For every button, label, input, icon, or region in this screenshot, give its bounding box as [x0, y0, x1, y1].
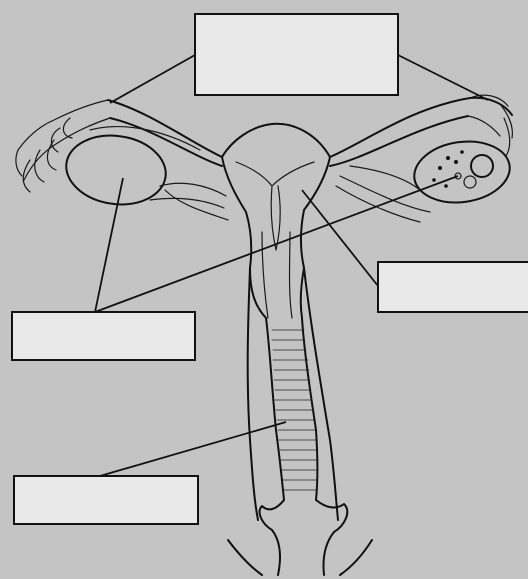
ovary-follicle-large: [471, 155, 493, 177]
answer-box-right-mid[interactable]: [378, 262, 528, 312]
leader-top-right: [398, 55, 488, 100]
leader-left-mid-to-ovary: [95, 178, 123, 312]
ovary-dot: [460, 150, 464, 154]
ovary-dot: [446, 156, 450, 160]
labia: [228, 500, 372, 575]
right-fimbriae: [468, 95, 512, 156]
right-ovary: [410, 136, 513, 209]
left-ovary: [62, 129, 170, 210]
left-fallopian-tube: [108, 100, 222, 166]
leader-right-mid: [302, 190, 378, 286]
uterine-cavity: [236, 162, 314, 250]
left-fimbriae: [16, 100, 110, 192]
uterus-outline: [222, 124, 330, 318]
ovary-dot: [432, 178, 436, 182]
leader-top-left: [110, 55, 195, 103]
vaginal-wall-right: [304, 268, 338, 520]
leader-left-low: [100, 422, 286, 476]
uterus-outline-left: [222, 157, 266, 318]
vagina-outline: [266, 318, 318, 500]
right-ligament: [336, 166, 430, 222]
ovary-dot: [454, 160, 458, 164]
answer-box-top[interactable]: [195, 14, 398, 95]
left-ligament: [90, 127, 228, 220]
vaginal-rugae: [272, 330, 316, 490]
ovary-dot: [444, 184, 448, 188]
ovary-follicle: [464, 176, 476, 188]
answer-box-left-low[interactable]: [14, 476, 198, 524]
answer-box-left-mid[interactable]: [12, 312, 195, 360]
ovary-dot: [438, 166, 442, 170]
